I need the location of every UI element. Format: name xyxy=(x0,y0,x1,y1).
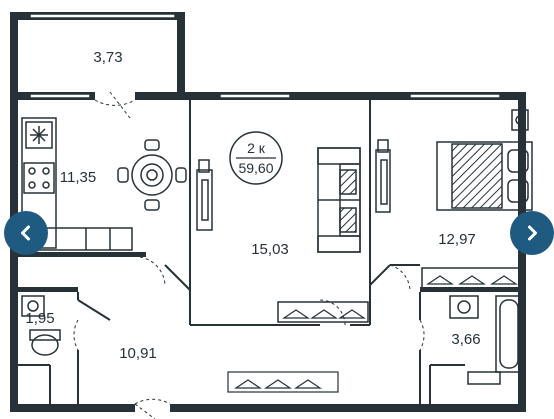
bedroom-area: 12,97 xyxy=(438,231,476,248)
living-room-area: 15,03 xyxy=(251,241,289,258)
hangers xyxy=(227,275,518,393)
previous-image-button[interactable] xyxy=(4,211,48,255)
hall-area: 10,91 xyxy=(119,345,157,362)
walls xyxy=(10,12,526,412)
bathroom-fixtures xyxy=(449,295,523,385)
kitchen-area: 11,35 xyxy=(60,169,96,186)
toilet-area: 1,95 xyxy=(25,310,54,327)
dining-table xyxy=(117,139,187,211)
living-room-furniture xyxy=(196,147,369,323)
toilet-fixtures xyxy=(21,295,61,356)
chevron-right-icon xyxy=(528,225,537,241)
badge-rooms: 2 к xyxy=(247,140,266,156)
bedroom-furniture xyxy=(375,109,533,289)
balcony-area: 3,73 xyxy=(93,49,122,66)
chevron-left-icon xyxy=(21,225,30,241)
next-image-button[interactable] xyxy=(510,211,554,255)
badge-total-area: 59,60 xyxy=(238,160,273,176)
bathroom-area: 3,66 xyxy=(451,331,480,348)
windows xyxy=(29,13,501,99)
interior-walls xyxy=(18,100,465,404)
door-swings xyxy=(73,91,425,419)
